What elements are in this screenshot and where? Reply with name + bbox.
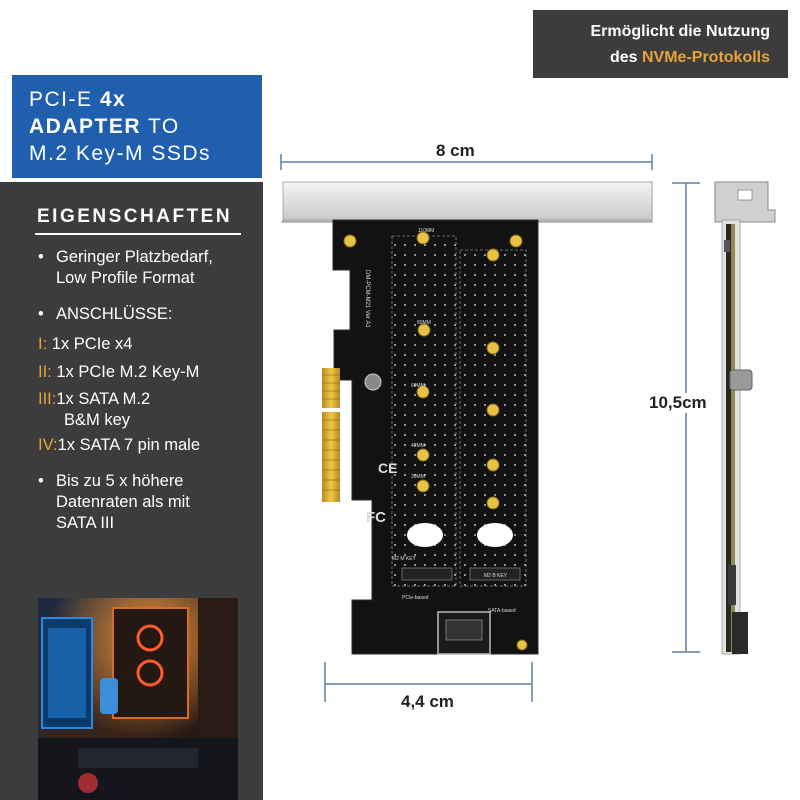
banner-text: des (609, 49, 642, 66)
mounting-standoffs (343, 231, 528, 651)
feature-text: ANSCHLÜSSE: (56, 305, 173, 323)
slot-label-b: M2 B KEY (484, 573, 508, 579)
speaker (100, 678, 118, 714)
mm-60-label: 60MM (411, 383, 425, 389)
mounting-bracket (281, 181, 653, 223)
feature-text: Bis zu 5 x höhere (56, 472, 184, 490)
cutout-oval-2 (477, 523, 513, 547)
feature-text: SATA III (56, 514, 115, 532)
port-item-4: IV:1x SATA 7 pin male (38, 435, 200, 456)
gaming-setup-illustration (38, 598, 238, 800)
title-line-2: ADAPTER TO (29, 115, 180, 139)
slot-label-m: M2 M KEY (392, 556, 417, 562)
mm-42-label: 42MM (411, 443, 425, 449)
feature-text: Datenraten als mit (56, 493, 190, 511)
mm-110-label: 110MM (418, 228, 434, 234)
pcie-based-label: PCIe-based (402, 595, 429, 601)
port-text: 1x SATA 7 pin male (57, 436, 201, 454)
heading-underline (35, 233, 241, 235)
title-line-3: M.2 Key-M SSDs (29, 142, 212, 165)
cutout-oval-1 (407, 523, 443, 547)
pcie-contacts-short (322, 368, 340, 408)
port-prefix: II: (38, 363, 52, 381)
side-connector (729, 369, 753, 391)
product-title-box: PCI-E 4x ADAPTER TO M.2 Key-M SSDs (12, 75, 262, 178)
port-prefix: III: (38, 390, 57, 408)
dimension-label-8cm: 8 cm (436, 141, 475, 160)
port-text: 1x PCIe M.2 Key-M (56, 363, 200, 381)
properties-heading: EIGENSCHAFTEN (37, 206, 233, 227)
model-label: DM-PCM-M21 Ver A1 (364, 270, 370, 328)
nvme-banner: Ermöglicht die Nutzung des NVMe-Protokol… (533, 10, 788, 78)
feature-bullet-speed: • Bis zu 5 x höhere Datenraten als mit SA… (38, 471, 190, 534)
sata-based-label: SATA-based (488, 608, 516, 614)
banner-line-2: des NVMe-Protokolls (610, 49, 770, 67)
pcb-board: CE FC M2 M KEY M2 B KEY PCIe-based SATA-… (322, 219, 539, 655)
m2-connector-b-key (469, 567, 521, 581)
fc-mark: FC (366, 509, 386, 526)
banner-line-1: Ermöglicht die Nutzung (590, 23, 770, 40)
port-prefix: IV: (38, 436, 58, 454)
capacitor (364, 373, 382, 391)
title-text: PCI-E (29, 88, 100, 111)
port-prefix: I: (38, 335, 48, 353)
port-item-2: II: 1x PCIe M.2 Key-M (38, 362, 199, 383)
dimension-label-10-5cm: 10,5cm (649, 393, 707, 413)
bullet-icon: • (38, 472, 44, 490)
feature-text: Geringer Platzbedarf, (56, 248, 213, 266)
title-text-bold: ADAPTER (29, 115, 142, 138)
dimension-10-5cm (672, 182, 700, 653)
m2-connector-m-key (401, 567, 453, 581)
side-view (714, 181, 776, 655)
ce-mark: CE (378, 460, 397, 476)
title-text: TO (141, 115, 180, 138)
port-text: 1x SATA M.2 (56, 390, 151, 408)
pcie-contacts-long (322, 412, 340, 502)
port-text: 1x PCIe x4 (51, 335, 133, 353)
feature-bullet-ports: • ANSCHLÜSSE: (38, 304, 172, 325)
dimension-label-4-4cm: 4,4 cm (401, 692, 454, 711)
mm-80-label: 80MM (417, 320, 431, 326)
port-item-1: I: 1x PCIe x4 (38, 334, 132, 355)
port-text: B&M key (64, 411, 131, 429)
feature-text: Low Profile Format (56, 269, 195, 287)
feature-bullet-footprint: • Geringer Platzbedarf, Low Profile Forma… (38, 247, 213, 289)
port-item-3: III:1x SATA M.2 B&M key (38, 389, 150, 431)
title-text-bold: 4x (99, 88, 127, 111)
dimension-4-4cm (324, 662, 533, 702)
title-line-1: PCI-E 4x (29, 88, 126, 112)
gaming-setup-photo (38, 598, 238, 800)
mm-30-label: 30MM (411, 474, 425, 480)
dimension-8cm (280, 154, 653, 170)
bullet-icon: • (38, 248, 44, 266)
bullet-icon: • (38, 305, 44, 323)
banner-accent-text: NVMe-Protokolls (641, 49, 770, 66)
